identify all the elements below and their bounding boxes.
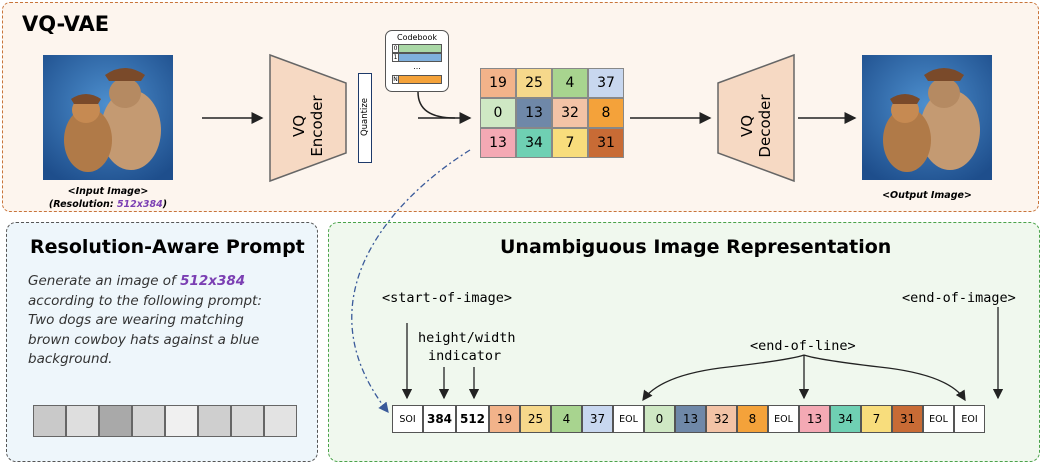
prompt-token-box (198, 405, 231, 437)
sequence-token: 19 (489, 405, 520, 433)
prompt-text: Generate an image of 512x384 according t… (28, 273, 262, 367)
sequence-token: 25 (520, 405, 551, 433)
sequence-token: 4 (551, 405, 582, 433)
sequence-token: 384 (423, 405, 456, 433)
grid-cell: 7 (552, 128, 588, 158)
vq-encoder (269, 53, 347, 183)
codebook-row-1: 1 (392, 53, 442, 62)
codebook-row-0: 0 (392, 44, 442, 53)
grid-cell: 13 (480, 128, 516, 158)
prompt-token-box (99, 405, 132, 437)
input-resolution-caption: (Resolution: 512x384) (48, 199, 168, 210)
grid-cell: 37 (588, 68, 624, 98)
hw-indicator-label-line2: indicator (428, 348, 502, 364)
input-image (43, 55, 173, 180)
prompt-title: Resolution-Aware Prompt (30, 236, 305, 258)
grid-cell: 34 (516, 128, 552, 158)
sequence-token: 34 (830, 405, 861, 433)
prompt-token-box (33, 405, 66, 437)
prompt-token-box (165, 405, 198, 437)
sequence-token: EOL (613, 405, 644, 433)
codebook-row-n: N (392, 75, 442, 84)
sequence-token: EOL (768, 405, 799, 433)
sequence-token: 31 (892, 405, 923, 433)
grid-cell: 8 (588, 98, 624, 128)
grid-cell: 32 (552, 98, 588, 128)
grid-cell: 19 (480, 68, 516, 98)
representation-title: Unambiguous Image Representation (500, 236, 892, 258)
prompt-token-box (264, 405, 297, 437)
prompt-token-box (66, 405, 99, 437)
sequence-token: 7 (861, 405, 892, 433)
end-of-image-label: <end-of-image> (902, 290, 1016, 306)
sequence-token: SOI (392, 405, 423, 433)
sequence-token: EOL (923, 405, 954, 433)
grid-cell: 0 (480, 98, 516, 128)
input-caption: <Input Image> (67, 186, 149, 197)
hw-indicator-label-line1: height/width (418, 330, 516, 346)
sequence-token: 8 (737, 405, 768, 433)
end-of-line-label: <end-of-line> (750, 338, 856, 354)
grid-cell: 4 (552, 68, 588, 98)
sequence-token: 13 (675, 405, 706, 433)
grid-cell: 13 (516, 98, 552, 128)
output-caption: <Output Image> (882, 190, 972, 201)
start-of-image-label: <start-of-image> (382, 290, 513, 306)
sequence-token: EOI (954, 405, 985, 433)
grid-cell: 31 (588, 128, 624, 158)
prompt-token-bar (33, 405, 297, 437)
prompt-token-box (231, 405, 264, 437)
prompt-token-box (132, 405, 165, 437)
vq-decoder (717, 53, 795, 183)
codebook-label: Codebook (397, 33, 437, 42)
output-image (862, 55, 992, 180)
vqvae-title: VQ-VAE (22, 12, 110, 36)
codebook-ellipsis: ... (413, 62, 421, 71)
sequence-token: 32 (706, 405, 737, 433)
sequence-token: 512 (456, 405, 489, 433)
sequence-token: 13 (799, 405, 830, 433)
grid-cell: 25 (516, 68, 552, 98)
sequence-token: 0 (644, 405, 675, 433)
sequence-token: 37 (582, 405, 613, 433)
